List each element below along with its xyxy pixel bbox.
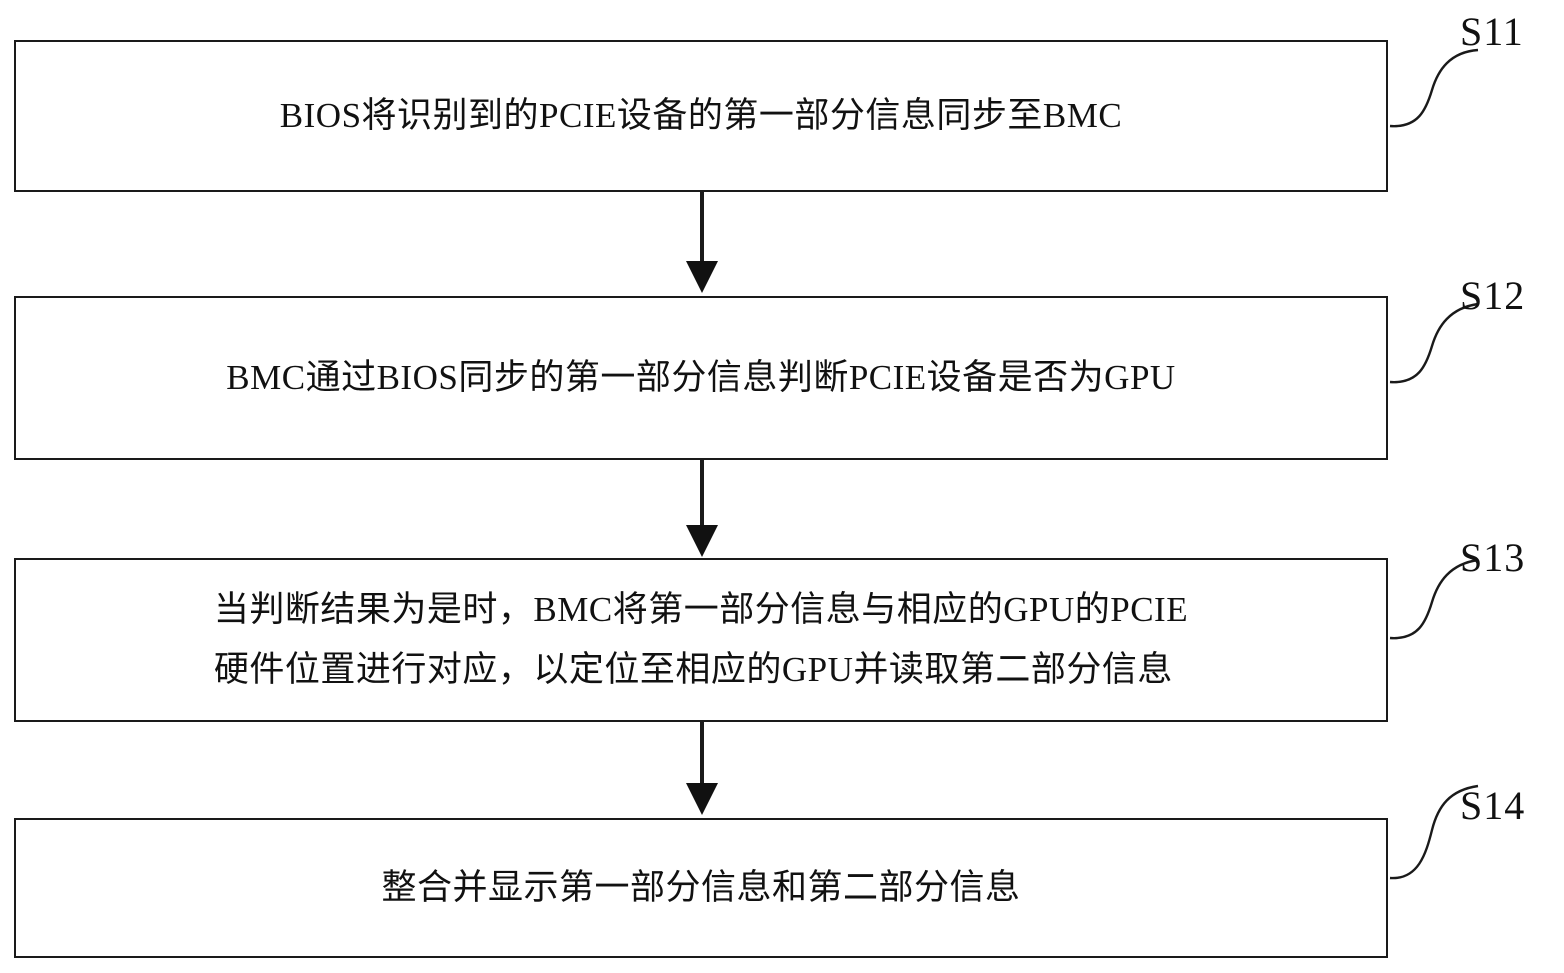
connector-s12-s13 xyxy=(686,460,718,557)
connector-s11-s12 xyxy=(686,192,718,293)
flowchart-node-s11-text: BIOS将识别到的PCIE设备的第一部分信息同步至BMC xyxy=(279,95,1123,135)
connector-s13-s14 xyxy=(686,722,718,815)
flowchart-node-s14[interactable]: 整合并显示第一部分信息和第二部分信息 xyxy=(14,818,1388,958)
flowchart-node-s13[interactable]: 当判断结果为是时，BMC将第一部分信息与相应的GPU的PCIE 硬件位置进行对应… xyxy=(14,558,1388,722)
step-label-s14: S14 xyxy=(1460,783,1526,828)
flowchart-node-s12[interactable]: BMC通过BIOS同步的第一部分信息判断PCIE设备是否为GPU xyxy=(14,296,1388,460)
leader-line-s11 xyxy=(1389,48,1479,128)
flowchart-node-s13-text: 当判断结果为是时，BMC将第一部分信息与相应的GPU的PCIE 硬件位置进行对应… xyxy=(213,589,1189,689)
flowchart-node-s12-text: BMC通过BIOS同步的第一部分信息判断PCIE设备是否为GPU xyxy=(226,357,1176,397)
leader-line-s13 xyxy=(1389,558,1479,640)
leader-line-s12 xyxy=(1389,302,1479,384)
flowchart-node-s11[interactable]: BIOS将识别到的PCIE设备的第一部分信息同步至BMC xyxy=(14,40,1388,192)
step-label-s12: S12 xyxy=(1460,273,1526,318)
step-label-s11: S11 xyxy=(1460,9,1524,54)
leader-line-s14 xyxy=(1389,784,1479,880)
step-label-s13: S13 xyxy=(1460,535,1526,580)
flowchart-node-s14-text: 整合并显示第一部分信息和第二部分信息 xyxy=(381,867,1021,907)
